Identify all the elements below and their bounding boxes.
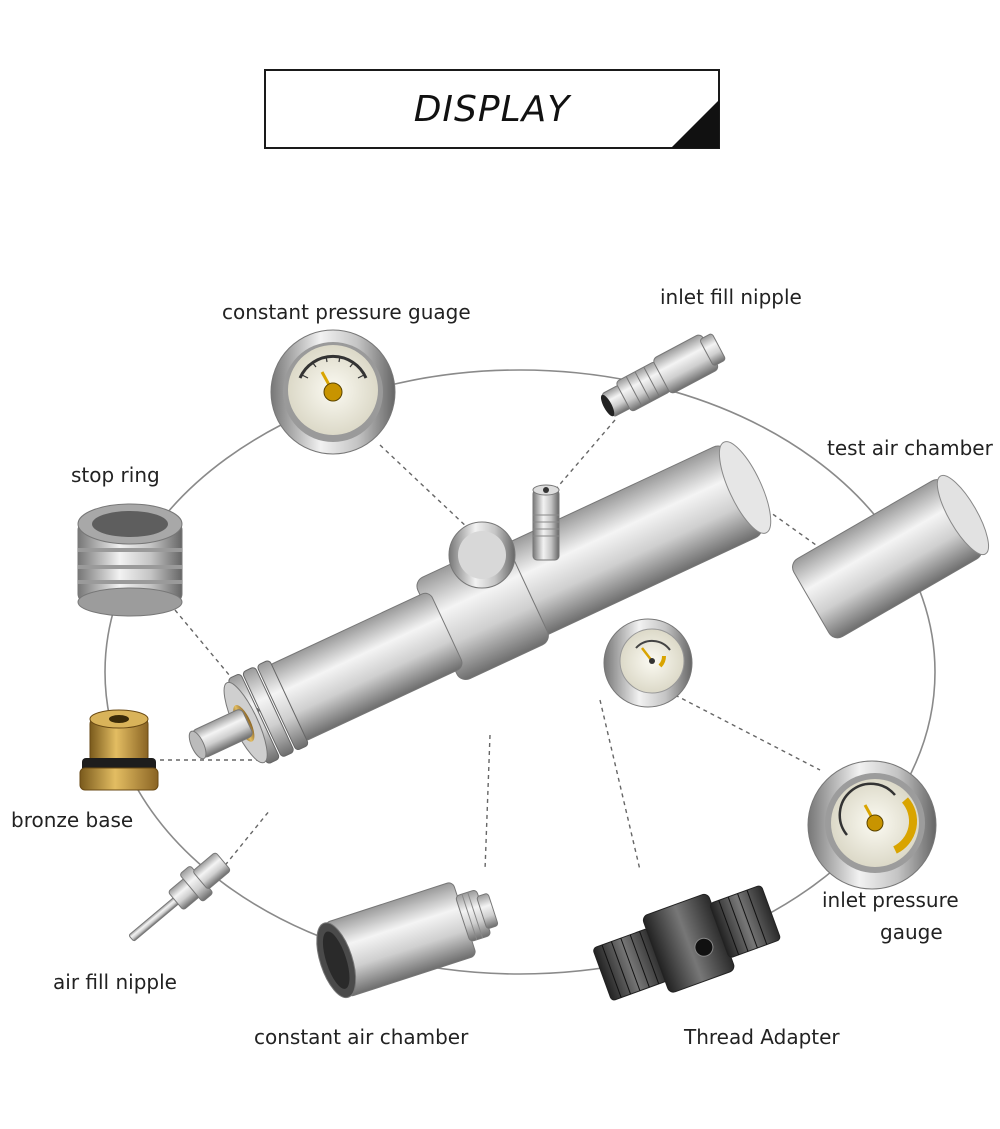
label-inlet-pressure-gauge-line1: inlet pressure [822,888,959,912]
assembly-front-gauge-icon [603,618,693,708]
label-bronze-base: bronze base [11,808,134,832]
title-corner-decoration [671,100,719,148]
label-constant-air-chamber: constant air chamber [254,1025,469,1049]
bronze-base-icon [79,709,159,791]
assembly-fill-nipple-icon [532,484,560,561]
air-fill-nipple-icon [128,852,231,942]
page-title: DISPLAY [413,89,571,130]
constant-air-chamber-icon [316,882,499,999]
inlet-pressure-gauge-icon [807,760,937,890]
stop-ring-icon [77,503,183,617]
label-inlet-pressure-gauge-line2: gauge [880,920,943,944]
label-stop-ring: stop ring [71,463,160,487]
label-test-air-chamber: test air chamber [827,436,993,460]
title-box: DISPLAY [264,69,720,149]
label-constant-pressure-gauge: constant pressure guage [222,300,471,324]
regulator-assembly-icon [188,441,772,764]
constant-pressure-gauge-icon [270,329,396,455]
inlet-fill-nipple-icon [600,333,726,417]
test-air-chamber-icon [792,474,990,639]
label-inlet-fill-nipple: inlet fill nipple [660,285,802,309]
assembly-rear-gauge-icon [448,521,516,589]
thread-adapter-icon [593,885,781,1001]
orbit-ellipse [104,369,936,975]
label-air-fill-nipple: air fill nipple [53,970,177,994]
label-thread-adapter: Thread Adapter [684,1025,840,1049]
